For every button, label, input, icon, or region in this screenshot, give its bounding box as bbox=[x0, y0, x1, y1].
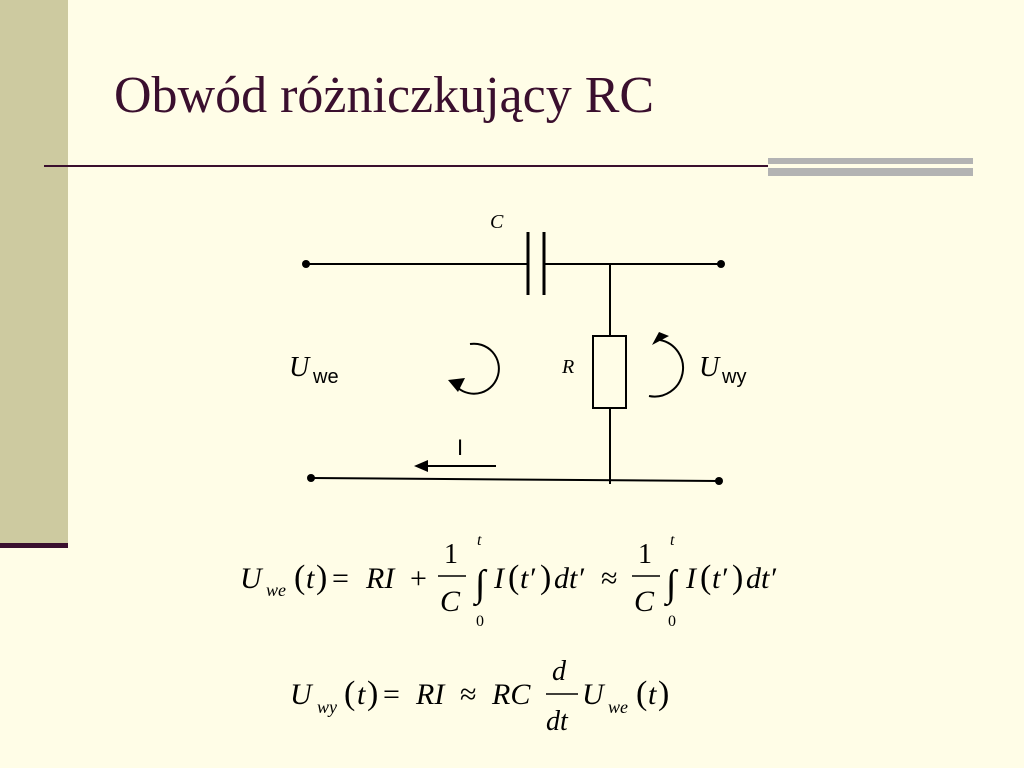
eq1-int1-upper: t bbox=[477, 532, 482, 549]
eq1-rparen3: ) bbox=[732, 559, 743, 596]
eq1-int2-lower: 0 bbox=[668, 613, 676, 630]
eq1-tprime1: t′ bbox=[520, 562, 535, 595]
output-loop-arrow-head bbox=[652, 332, 669, 345]
eq2-ri: RI bbox=[415, 678, 446, 711]
output-loop-arrow bbox=[648, 339, 685, 398]
eq1-tprime2: t′ bbox=[712, 562, 727, 595]
eq1-lparen2: ( bbox=[508, 559, 519, 596]
eq1-dtprime2: dt′ bbox=[746, 562, 776, 595]
eq2-frac-den: dt bbox=[546, 706, 569, 737]
terminal-top-left bbox=[302, 260, 310, 268]
eq1-i1: I bbox=[493, 562, 506, 595]
equation-2: U wy ( t ) = RI ≈ RC d dt U we ( t ) bbox=[290, 656, 669, 737]
output-voltage-label: U bbox=[699, 352, 721, 383]
input-voltage-subscript: we bbox=[312, 366, 339, 388]
eq1-lparen: ( bbox=[294, 559, 305, 596]
eq1-frac1-den: C bbox=[440, 585, 461, 618]
eq1-u: U bbox=[240, 562, 264, 595]
current-arrow-head bbox=[414, 460, 428, 472]
eq1-rparen: ) bbox=[316, 559, 327, 596]
eq1-integral1: ∫ bbox=[473, 563, 488, 607]
output-voltage-subscript: wy bbox=[721, 366, 746, 388]
capacitor-label: C bbox=[490, 211, 504, 233]
terminal-top-right bbox=[717, 260, 725, 268]
eq2-u2: U bbox=[582, 678, 606, 711]
eq1-integral2: ∫ bbox=[664, 563, 679, 607]
resistor-label: R bbox=[561, 356, 574, 378]
eq2-u1: U bbox=[290, 678, 314, 711]
eq2-rparen1: ) bbox=[367, 675, 378, 712]
bottom-wire bbox=[310, 477, 720, 482]
title-underline-gray bbox=[768, 158, 973, 178]
eq2-rparen2: ) bbox=[658, 675, 669, 712]
eq2-t1: t bbox=[357, 678, 366, 711]
eq1-ri: RI bbox=[365, 562, 396, 595]
eq2-lparen2: ( bbox=[636, 675, 647, 712]
eq1-frac2-num: 1 bbox=[638, 539, 652, 570]
eq1-int2-upper: t bbox=[670, 532, 675, 549]
eq1-approx: ≈ bbox=[601, 562, 617, 595]
eq2-frac-num: d bbox=[552, 656, 567, 687]
eq1-rparen2: ) bbox=[540, 559, 551, 596]
eq1-i2: I bbox=[685, 562, 698, 595]
left-accent-bar bbox=[0, 0, 68, 545]
eq1-lparen3: ( bbox=[700, 559, 711, 596]
eq2-equals: = bbox=[383, 678, 400, 711]
slide-title: Obwód różniczkujący RC bbox=[114, 67, 655, 124]
current-label: I bbox=[457, 435, 463, 460]
eq2-t2: t bbox=[648, 678, 657, 711]
equation-1: U we ( t ) = RI + 1 C ∫ t 0 I ( t′ ) dt′… bbox=[240, 532, 776, 630]
eq1-sub: we bbox=[266, 580, 286, 600]
eq2-sub-out: wy bbox=[317, 697, 337, 717]
eq2-sub-in: we bbox=[608, 697, 628, 717]
terminal-bottom-right bbox=[715, 477, 723, 485]
eq2-approx: ≈ bbox=[460, 678, 476, 711]
eq1-t: t bbox=[306, 562, 315, 595]
input-loop-arrow-head bbox=[448, 378, 465, 392]
eq1-equals: = bbox=[332, 562, 349, 595]
input-voltage-label: U bbox=[289, 352, 311, 383]
eq1-int1-lower: 0 bbox=[476, 613, 484, 630]
eq1-dtprime1: dt′ bbox=[554, 562, 584, 595]
eq1-frac1-num: 1 bbox=[444, 539, 458, 570]
eq1-plus: + bbox=[410, 562, 427, 595]
eq2-lparen1: ( bbox=[344, 675, 355, 712]
eq1-frac2-den: C bbox=[634, 585, 655, 618]
eq2-rc: RC bbox=[491, 678, 531, 711]
title-underline bbox=[44, 165, 768, 167]
terminal-bottom-left bbox=[307, 474, 315, 482]
left-accent-line bbox=[0, 543, 68, 548]
input-loop-arrow bbox=[457, 342, 500, 395]
